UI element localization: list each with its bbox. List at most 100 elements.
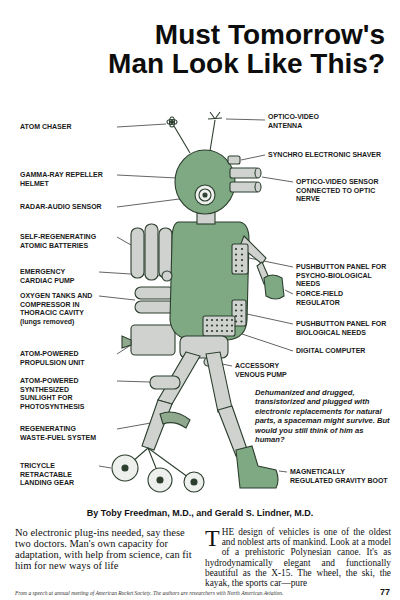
panel-button xyxy=(206,248,243,332)
atomic-batteries xyxy=(131,224,172,280)
atomic-batteries xyxy=(131,228,144,278)
callout-label: OPTICO-VIDEO SENSOR CONNECTED TO OPTIC N… xyxy=(296,178,392,204)
panel-button xyxy=(235,309,237,311)
panel-button xyxy=(206,319,208,321)
video-sensor xyxy=(255,168,261,178)
panel-button xyxy=(235,315,237,317)
leader-line xyxy=(117,381,150,382)
oxygen-tanks xyxy=(135,287,175,299)
leader-line xyxy=(226,119,265,120)
panel-button xyxy=(235,320,237,322)
video-antenna xyxy=(215,112,220,119)
panel-button xyxy=(241,253,243,255)
propulsion-unit xyxy=(131,325,175,355)
panel-button xyxy=(211,330,213,332)
video-sensor xyxy=(255,182,261,192)
footnote: From a speech at annual meeting of Ameri… xyxy=(15,590,360,597)
callout-label: REGENERATING WASTE-FUEL SYSTEM xyxy=(20,425,100,442)
panel-button xyxy=(216,319,218,321)
leader-line xyxy=(117,175,177,178)
video-sensor xyxy=(230,182,258,192)
panel-button xyxy=(235,264,237,266)
callout-label: EMERGENCY CARDIAC PUMP xyxy=(20,268,92,285)
leader-line xyxy=(241,155,265,160)
waste-fuel-tube xyxy=(160,412,190,428)
video-sensor xyxy=(230,168,258,178)
article-body: THE design of vehicles is one of the old… xyxy=(205,527,391,588)
leader-line xyxy=(279,471,287,472)
panel-button xyxy=(216,324,218,326)
panel-button xyxy=(226,330,228,332)
leader-line xyxy=(99,296,135,300)
shaver xyxy=(228,156,240,164)
author-byline: By Toby Freedman, M.D., and Gerald S. Li… xyxy=(20,508,380,519)
leader-line xyxy=(236,332,293,351)
panel-button xyxy=(240,315,242,317)
panel-button xyxy=(241,259,243,261)
leader-line xyxy=(99,466,111,468)
lead-text: No electronic plug-ins needed, say these… xyxy=(15,527,195,571)
panel-button xyxy=(206,330,208,332)
video-sensor xyxy=(230,168,261,192)
leader-line xyxy=(117,124,166,127)
atom-chaser xyxy=(170,117,175,127)
panel-button xyxy=(221,324,223,326)
force-field-glove xyxy=(264,275,284,299)
torso xyxy=(170,222,249,340)
propulsion-nozzle xyxy=(122,336,131,348)
panel-button xyxy=(226,324,228,326)
panel-button xyxy=(231,319,233,321)
landing-wheel xyxy=(112,455,138,481)
callout-label: RADAR-AUDIO SENSOR xyxy=(20,203,114,212)
panel-button xyxy=(216,330,218,332)
radar-sensor xyxy=(195,185,215,205)
page-title: Must Tomorrow's Man Look Like This? xyxy=(100,20,385,79)
panel-button xyxy=(206,324,208,326)
digital-computer xyxy=(203,316,235,336)
panel-button xyxy=(241,248,243,250)
psycho-panel xyxy=(232,244,248,274)
cardiac-pump xyxy=(162,271,172,281)
leader-line xyxy=(247,314,293,324)
video-antenna xyxy=(210,112,215,119)
leader-line xyxy=(117,237,131,245)
figure-caption: Dehumanized and drugged, transistorized … xyxy=(255,388,390,444)
leader-line xyxy=(262,177,293,182)
callout-label: ACCESSORY VENOUS PUMP xyxy=(235,362,291,379)
panel-button xyxy=(241,264,243,266)
landing-wheel xyxy=(157,477,163,483)
callout-label: OXYGEN TANKS AND COMPRESSOR IN THORACIC … xyxy=(20,292,94,326)
panel-button xyxy=(211,319,213,321)
atom-chaser xyxy=(174,126,190,153)
radar-sensor xyxy=(203,193,207,197)
landing-wheel xyxy=(148,468,172,492)
atom-chaser xyxy=(171,121,174,124)
helmet xyxy=(175,150,235,214)
front-thigh xyxy=(206,352,232,412)
panel-button xyxy=(221,330,223,332)
radar-sensor xyxy=(195,185,215,205)
gravity-boot xyxy=(236,446,278,488)
atomic-batteries xyxy=(145,224,158,280)
panel-button xyxy=(235,304,237,306)
callout-label: PUSHBUTTON PANEL FOR PSYCHO-BIOLOGICAL N… xyxy=(296,263,394,289)
panel-button xyxy=(235,270,237,272)
oxygen-tanks xyxy=(135,301,175,313)
landing-wheel xyxy=(184,472,204,492)
robot-figure xyxy=(112,112,284,492)
back-shin xyxy=(142,400,172,450)
page-number: 77 xyxy=(365,587,390,597)
callout-label: DIGITAL COMPUTER xyxy=(296,347,386,356)
video-antenna xyxy=(210,120,215,151)
panel-button xyxy=(211,324,213,326)
callout-label: TRICYCLE RETRACTABLE LANDING GEAR xyxy=(20,462,94,488)
panel-button xyxy=(231,330,233,332)
atom-chaser xyxy=(167,120,177,125)
panel-button xyxy=(226,319,228,321)
landing-wheel xyxy=(191,479,197,485)
callout-label: ATOM CHASER xyxy=(20,123,110,132)
panel-button xyxy=(221,319,223,321)
panel-button xyxy=(240,309,242,311)
oxygen-tanks xyxy=(135,287,175,313)
callout-label: ATOM-POWERED PROPULSION UNIT xyxy=(20,350,100,367)
